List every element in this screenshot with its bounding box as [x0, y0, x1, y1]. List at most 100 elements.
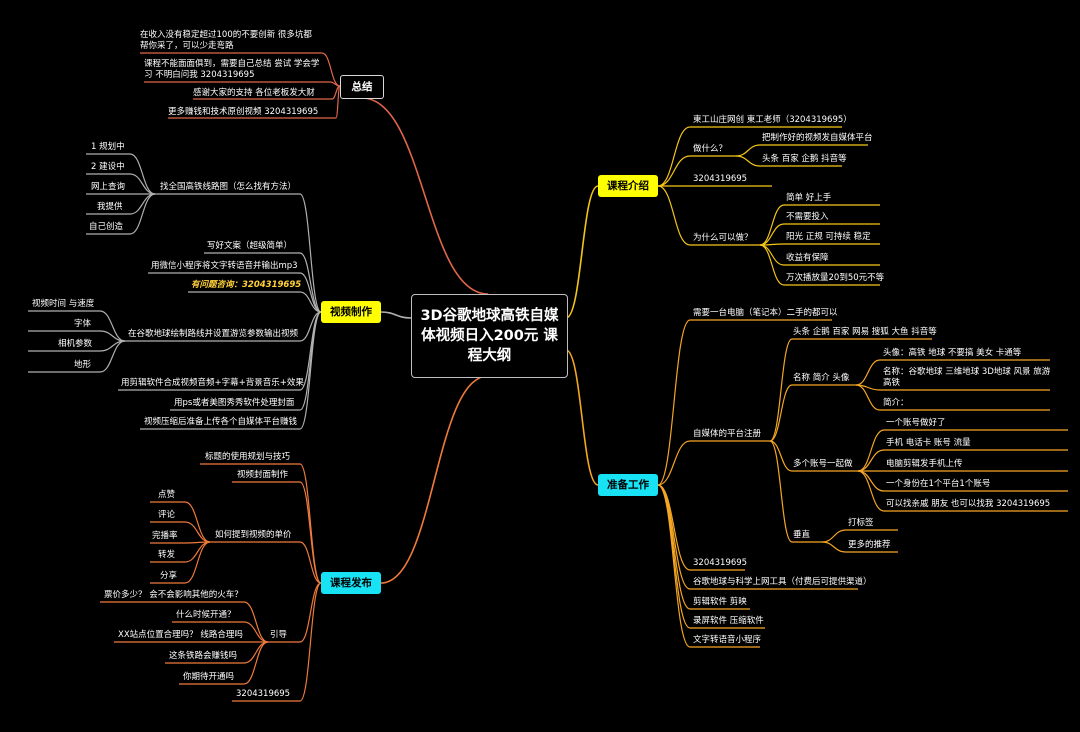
connector [184, 541, 211, 563]
publish-guide-item: 票价多少？ 会不会影响其他的火车？ [104, 590, 243, 600]
connector [299, 272, 322, 313]
prep-platforms: 头条 企鹅 百家 网易 搜狐 大鱼 抖音等 [793, 327, 937, 337]
summary-item: 更多赚钱和技术原创视频 3204319695 [168, 107, 319, 117]
video-qq: 有问题咨询：3204319695 [191, 280, 302, 290]
branch-video-label: 视频制作 [330, 306, 372, 318]
video-mp3: 用微信小程序将文字转语音并输出mp3 [151, 261, 298, 271]
connector [565, 185, 599, 319]
connector [184, 521, 211, 543]
central-topic[interactable]: 3D谷歌地球高铁自媒体视频日入200元 课程大纲 [411, 294, 568, 378]
video-ge-item: 地形 [74, 360, 92, 370]
publish-qq: 3204319695 [236, 689, 291, 699]
publish-guide-item: 这条铁路会赚钱吗 [169, 651, 238, 661]
connector [657, 484, 691, 610]
prep-vertical-item: 打标签 [848, 518, 874, 528]
prep-multi-item: 手机 电话卡 账号 流量 [886, 438, 971, 448]
branch-summary[interactable]: 总结 [340, 75, 384, 99]
branch-video[interactable]: 视频制作 [321, 301, 381, 323]
connector [857, 449, 885, 472]
publish-cover: 视频封面制作 [237, 470, 289, 480]
connector [380, 311, 412, 319]
connector [243, 641, 269, 664]
intro-why-item: 不需要投入 [786, 212, 829, 222]
connector [565, 349, 599, 486]
branch-intro[interactable]: 课程介绍 [598, 175, 658, 197]
connector [657, 484, 691, 590]
branch-publish-label: 课程发布 [330, 577, 372, 589]
connector [299, 193, 322, 313]
summary-item: 感谢大家的支持 各位老板发大财 [193, 88, 315, 98]
publish-price-label: 如何提到视频的单价 [215, 530, 292, 540]
branch-summary-label: 总结 [351, 81, 373, 93]
connector [857, 470, 885, 492]
prep-multi-item: 电脑剪辑发手机上传 [886, 459, 963, 469]
video-ge-item: 视频时间 与速度 [32, 299, 95, 309]
connector [769, 440, 793, 472]
prep-multi-item: 可以找亲戚 朋友 也可以找我 3204319695 [886, 499, 1051, 509]
connector [299, 311, 322, 430]
intro-what-label: 做什么？ [693, 144, 728, 154]
connector [735, 155, 761, 167]
branch-prep[interactable]: 准备工作 [598, 474, 658, 496]
video-route-item: 1 规划中 [91, 142, 125, 152]
prep-profile-item: 简介： [883, 398, 909, 408]
connector [184, 541, 211, 584]
connector [129, 173, 156, 195]
connector [299, 541, 322, 584]
connector [769, 384, 793, 442]
prep-item: 剪辑软件 剪映 [693, 597, 747, 607]
connector [657, 155, 691, 187]
branch-publish[interactable]: 课程发布 [321, 572, 381, 594]
publish-price-item: 分享 [160, 571, 178, 581]
connector [855, 384, 881, 411]
connector [857, 429, 885, 472]
prep-item: 录屏软件 压缩软件 [693, 616, 764, 626]
video-ge-item: 字体 [74, 319, 92, 329]
connector [657, 126, 691, 187]
connector [299, 582, 322, 702]
intro-why-item: 万次播放量20到50元不等 [786, 273, 885, 283]
connector [657, 484, 691, 629]
intro-what-item: 把制作好的视频发自媒体平台 [762, 133, 873, 143]
prep-profile-label: 名称 简介 头像 [793, 373, 850, 383]
summary-item: 课程不能面面俱到，需要自己总结 尝试 学会学习 不明白问我 3204319695 [144, 59, 320, 80]
connector [855, 359, 881, 386]
connector [243, 621, 269, 643]
intro-why-item: 收益有保障 [786, 253, 829, 263]
connector [321, 52, 341, 87]
connector [657, 440, 691, 486]
connector [857, 470, 885, 512]
connector [657, 185, 691, 246]
publish-price-item: 点赞 [158, 490, 176, 500]
publish-guide-item: 什么时候开通？ [176, 610, 236, 620]
connector [759, 204, 785, 246]
video-route-item: 2 建设中 [91, 162, 125, 172]
prep-computer: 需要一台电脑（笔记本）二手的都可以 [693, 308, 838, 318]
branch-prep-label: 准备工作 [607, 479, 649, 491]
publish-title-tips: 标题的使用规划与技巧 [205, 452, 291, 462]
connector [735, 144, 761, 157]
connector [759, 244, 785, 266]
connector [769, 338, 793, 442]
intro-why-item: 简单 好上手 [786, 193, 832, 203]
video-edit: 用剪辑软件合成视频音频+字幕+背景音乐+效果 [121, 378, 304, 388]
connector [335, 85, 341, 119]
video-script: 写好文案（超级简单） [207, 241, 293, 251]
connector [99, 310, 126, 342]
connector [759, 244, 785, 286]
connector [129, 193, 156, 215]
prep-item: 3204319695 [693, 558, 748, 568]
connector [129, 153, 156, 195]
central-topic-label: 3D谷歌地球高铁自媒体视频日入200元 课程大纲 [420, 308, 559, 364]
connector [821, 529, 847, 543]
intro-why-label: 为什么可以做？ [693, 233, 753, 243]
prep-vertical-item: 更多的推荐 [848, 540, 891, 550]
intro-what-item: 头条 百家 企鹅 抖音等 [762, 154, 847, 164]
connector [769, 440, 793, 543]
connector [299, 481, 322, 584]
publish-price-item: 评论 [158, 510, 176, 520]
video-route-item: 自己创造 [89, 222, 124, 232]
connector [657, 484, 691, 648]
